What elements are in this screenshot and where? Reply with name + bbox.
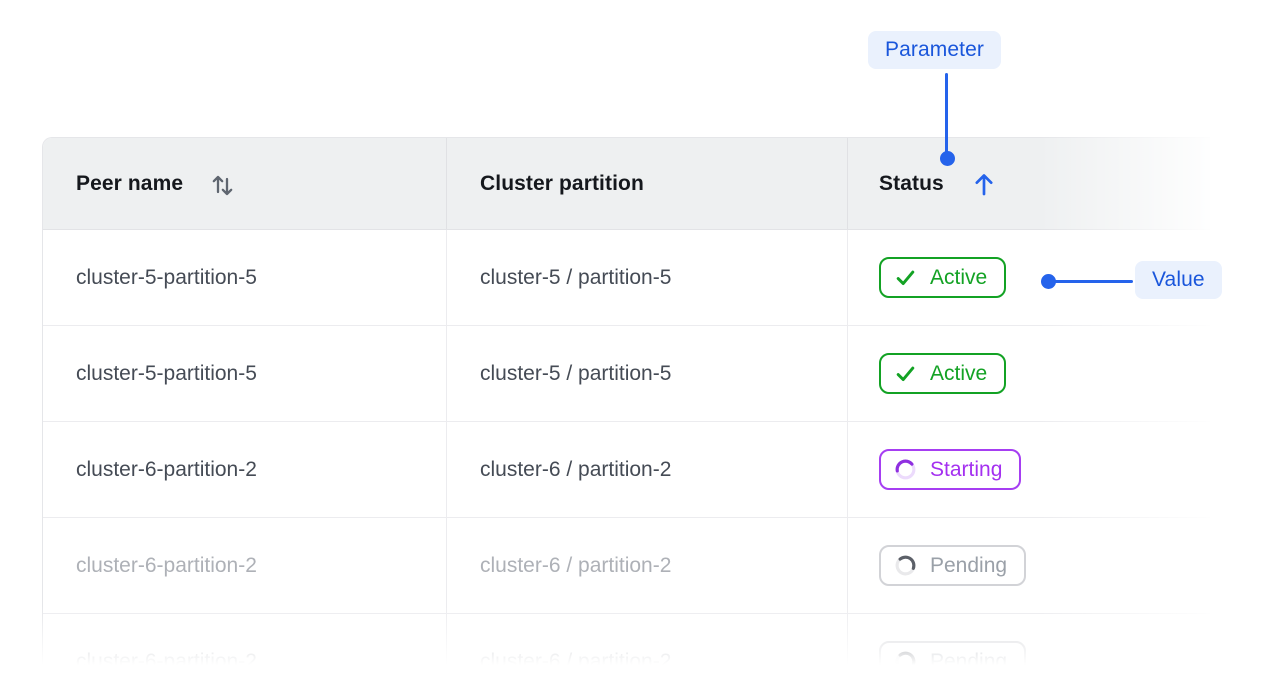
cluster-partition-value: cluster-6 / partition-2 — [480, 457, 672, 481]
cluster-partition-cell: cluster-5 / partition-5 — [447, 230, 848, 325]
column-header-status[interactable]: Status — [848, 138, 1210, 229]
table-row[interactable]: cluster-5-partition-5 cluster-5 / partit… — [43, 230, 1210, 326]
spinner-icon — [895, 459, 916, 480]
status-badge-label: Pending — [930, 553, 1008, 577]
sort-ascending-icon[interactable] — [972, 171, 996, 197]
status-cell: Pending — [848, 518, 1210, 613]
parameter-connector-dot — [940, 151, 955, 166]
peers-table: Peer name Cluster partition Status clust… — [42, 137, 1210, 688]
status-badge: Active — [879, 257, 1007, 298]
cluster-partition-value: cluster-6 / partition-2 — [480, 553, 672, 577]
table-row[interactable]: cluster-6-partition-2 cluster-6 / partit… — [43, 518, 1210, 614]
check-icon — [896, 366, 915, 382]
status-badge-label: Pending — [930, 649, 1008, 673]
peer-name-cell: cluster-6-partition-2 — [43, 518, 447, 613]
parameter-connector-line — [945, 73, 948, 153]
status-badge-label: Active — [930, 361, 988, 385]
peer-name-value: cluster-6-partition-2 — [76, 649, 257, 673]
status-cell: Pending — [848, 614, 1210, 688]
cluster-partition-value: cluster-6 / partition-2 — [480, 649, 672, 673]
cluster-partition-value: cluster-5 / partition-5 — [480, 265, 672, 289]
status-cell: Active — [848, 326, 1210, 421]
column-header-cluster-partition[interactable]: Cluster partition — [447, 138, 848, 229]
value-connector-dot — [1041, 274, 1056, 289]
cluster-partition-header-label: Cluster partition — [480, 171, 644, 195]
sort-both-icon[interactable] — [209, 169, 236, 199]
status-badge: Active — [879, 353, 1007, 394]
peer-name-header-label: Peer name — [76, 171, 184, 195]
status-cell: Starting — [848, 422, 1210, 517]
table-row[interactable]: cluster-6-partition-2 cluster-6 / partit… — [43, 422, 1210, 518]
spinner-icon — [895, 555, 916, 576]
parameter-callout-label: Parameter — [885, 38, 984, 61]
cluster-partition-value: cluster-5 / partition-5 — [480, 361, 672, 385]
cluster-partition-cell: cluster-6 / partition-2 — [447, 518, 848, 613]
table-row[interactable]: cluster-6-partition-2 cluster-6 / partit… — [43, 614, 1210, 688]
table-header-row: Peer name Cluster partition Status — [43, 138, 1210, 230]
status-badge: Pending — [879, 641, 1027, 682]
peer-name-value: cluster-6-partition-2 — [76, 457, 257, 481]
parameter-callout-pill: Parameter — [868, 31, 1001, 69]
peer-name-value: cluster-6-partition-2 — [76, 553, 257, 577]
table-row[interactable]: cluster-5-partition-5 cluster-5 / partit… — [43, 326, 1210, 422]
value-connector-line — [1052, 280, 1133, 283]
peer-name-cell: cluster-5-partition-5 — [43, 230, 447, 325]
value-callout-pill: Value — [1135, 261, 1222, 299]
column-header-peer-name[interactable]: Peer name — [43, 138, 447, 229]
value-callout-label: Value — [1152, 268, 1205, 291]
peer-name-cell: cluster-5-partition-5 — [43, 326, 447, 421]
status-badge: Starting — [879, 449, 1022, 490]
table-body: cluster-5-partition-5 cluster-5 / partit… — [43, 230, 1210, 688]
peer-name-cell: cluster-6-partition-2 — [43, 614, 447, 688]
cluster-partition-cell: cluster-6 / partition-2 — [447, 614, 848, 688]
status-header-label: Status — [879, 171, 944, 195]
status-badge-label: Active — [930, 265, 988, 289]
status-badge: Pending — [879, 545, 1027, 586]
peer-name-cell: cluster-6-partition-2 — [43, 422, 447, 517]
status-cell: Active — [848, 230, 1210, 325]
cluster-partition-cell: cluster-6 / partition-2 — [447, 422, 848, 517]
peer-name-value: cluster-5-partition-5 — [76, 361, 257, 385]
cluster-partition-cell: cluster-5 / partition-5 — [447, 326, 848, 421]
status-badge-label: Starting — [930, 457, 1003, 481]
check-icon — [896, 270, 915, 286]
peer-name-value: cluster-5-partition-5 — [76, 265, 257, 289]
spinner-icon — [895, 651, 916, 672]
